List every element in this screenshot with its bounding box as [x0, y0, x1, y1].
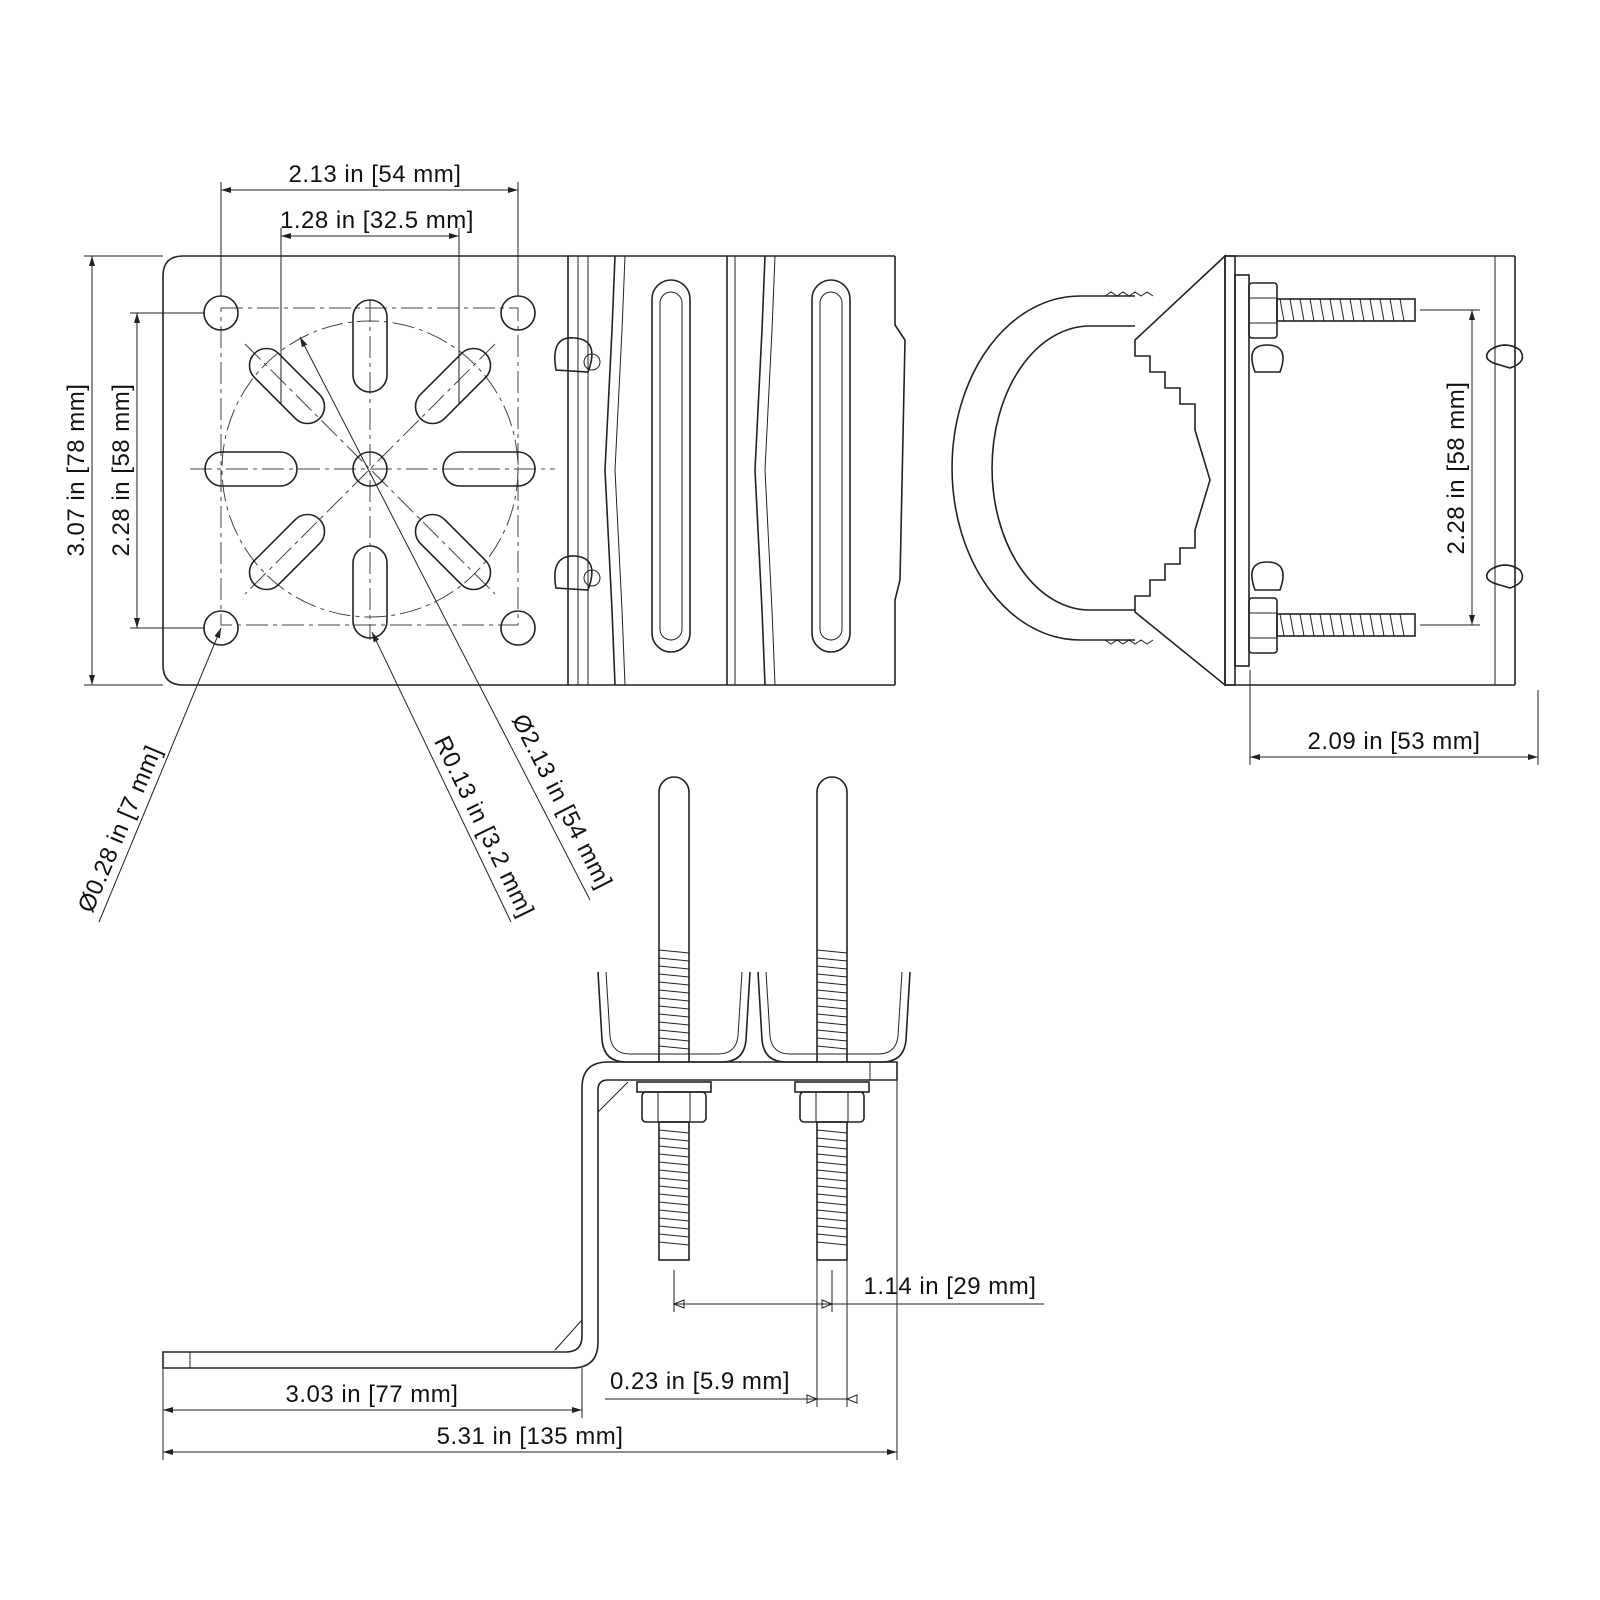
l-bracket-outer: [162, 1061, 898, 1369]
bolt-bottom: [1276, 613, 1416, 637]
dim-overall-length: 5.31 in [135 mm]: [437, 1423, 624, 1450]
center-hole: [352, 451, 388, 487]
slot-right: [442, 451, 536, 487]
dim-bolt-circle-diameter: Ø2.13 in [54 mm]: [506, 710, 617, 893]
side-view: 2.28 in [58 mm] 2.09 in [53 mm]: [951, 254, 1539, 765]
front-clamp-body: [554, 255, 906, 686]
dim-hole-vertical-spacing: 2.28 in [58 mm]: [108, 384, 135, 557]
corner-hole-bottom-right: [500, 610, 536, 646]
slot-left: [204, 451, 298, 487]
upper-bolt-left: [658, 776, 690, 1062]
center-line-diag-b: [244, 343, 496, 595]
bolt-top: [1276, 298, 1416, 322]
slot-diag-tr: [414, 347, 492, 425]
slot-diag-tl: [248, 347, 326, 425]
side-plate: [1224, 255, 1236, 686]
ubolt-outer: [951, 295, 1135, 641]
front-view: 2.13 in [54 mm] 1.28 in [32.5 mm] 3.07 i…: [63, 161, 906, 923]
radial-slots: [204, 299, 536, 639]
slot-diag-br: [414, 513, 492, 591]
dim-base-length: 3.03 in [77 mm]: [286, 1381, 459, 1408]
dim-height: 3.07 in [78 mm]: [63, 384, 90, 557]
dim-slot-radius: R0.13 in [3.2 mm]: [428, 732, 539, 922]
dim-slot-spacing: 1.28 in [32.5 mm]: [280, 207, 474, 234]
lower-bolt-left: [658, 1121, 690, 1261]
front-plate-outline: [162, 255, 569, 686]
nut-bottom: [1248, 597, 1278, 654]
ubolt-slot-right: [811, 279, 851, 653]
ubolt-slot-left: [651, 279, 691, 653]
ubolt-inner: [991, 325, 1135, 611]
bottom-nut-left: [641, 1091, 707, 1123]
center-line-diag-a: [244, 343, 496, 595]
bottom-view: 1.14 in [29 mm] 0.23 in [5.9 mm] 3.03 in…: [162, 776, 1044, 1460]
upper-bolt-right: [816, 776, 848, 1062]
dim-side-bolt-spacing: 2.28 in [58 mm]: [1443, 382, 1470, 555]
u-channel-right: [757, 971, 911, 1063]
dim-top-hole-spacing: 2.13 in [54 mm]: [289, 161, 462, 188]
nut-top: [1248, 282, 1278, 339]
corner-hole-top-left: [203, 295, 239, 331]
v-clamp: [1134, 254, 1226, 687]
dim-bolt-center-spacing: 1.14 in [29 mm]: [864, 1273, 1037, 1300]
u-channel-left: [597, 971, 751, 1063]
slot-bottom: [352, 545, 388, 639]
dim-hole-diameter: Ø0.28 in [7 mm]: [73, 742, 167, 917]
slot-diag-bl: [248, 513, 326, 591]
bottom-nut-right: [799, 1091, 865, 1123]
dim-bolt-diameter: 0.23 in [5.9 mm]: [610, 1368, 790, 1395]
dim-side-depth: 2.09 in [53 mm]: [1308, 728, 1481, 755]
slot-top: [352, 299, 388, 393]
lower-bolt-right: [816, 1121, 848, 1261]
